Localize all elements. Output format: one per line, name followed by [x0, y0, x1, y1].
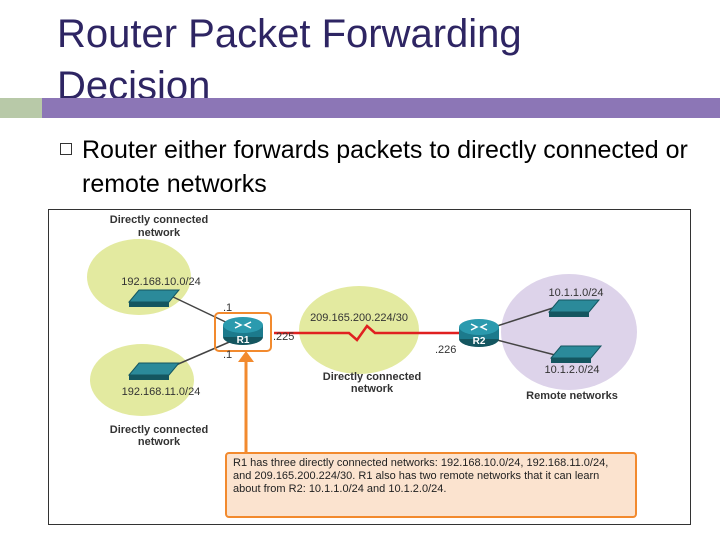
router-r2-icon [459, 319, 499, 347]
bottom-label-line1: Directly connected [110, 424, 208, 436]
link-r2-switch-c [496, 305, 560, 327]
r1-s0-address: .225 [273, 331, 294, 343]
top-label-line2: network [138, 227, 181, 239]
switch-c-icon [547, 299, 601, 317]
net-b-label: 192.168.11.0/24 [122, 386, 201, 398]
link-r1-switch-b [168, 339, 235, 369]
title-accent-bar-left [0, 98, 42, 118]
slide-title: Router Packet Forwarding Decision [57, 12, 522, 108]
bullet-text: Router either forwards packets to direct… [82, 136, 688, 198]
bullet-square-icon [60, 143, 72, 155]
mid-label-line2: network [351, 383, 394, 395]
top-label-line1: Directly connected [110, 214, 208, 226]
bottom-label-line2: network [138, 436, 181, 448]
pointer-arrowhead-icon [238, 351, 254, 362]
remote-network-area [501, 274, 637, 390]
net-link-label: 209.165.200.224/30 [310, 312, 408, 324]
r2-s0-address: .226 [435, 344, 456, 356]
r1-g1-address: .1 [223, 349, 232, 361]
router-r1-icon [214, 312, 272, 352]
net-r1-label: 10.1.1.0/24 [548, 287, 603, 299]
topology-svg: Directly connected network 192.168.10.0/… [87, 214, 637, 452]
r1-name-label: R1 [237, 335, 250, 346]
remote-networks-label: Remote networks [526, 390, 618, 402]
title-accent-bar [42, 98, 720, 118]
switch-d-icon [549, 345, 603, 363]
network-diagram: Directly connected network 192.168.10.0/… [48, 209, 691, 525]
link-r1-switch-a [168, 294, 235, 327]
link-r2-switch-d [496, 339, 560, 357]
serial-link [274, 324, 469, 342]
switch-a-icon [127, 289, 181, 307]
switch-b-icon [127, 362, 181, 380]
r2-name-label: R2 [473, 336, 486, 347]
r1-g0-address: .1 [223, 302, 232, 314]
net-a-label: 192.168.10.0/24 [121, 276, 201, 288]
net-r2-label: 10.1.2.0/24 [544, 364, 599, 376]
mid-label-line1: Directly connected [323, 371, 421, 383]
explanation-note: R1 has three directly connected networks… [225, 452, 637, 518]
network-area-link [299, 286, 419, 374]
